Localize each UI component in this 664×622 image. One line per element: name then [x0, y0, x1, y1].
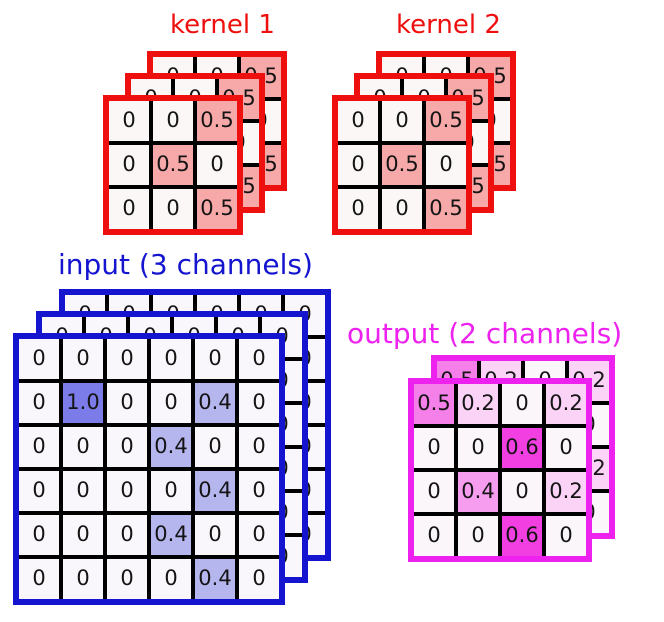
grid-cell: 0 — [107, 339, 147, 379]
grid-cell: 0.5 — [197, 101, 237, 141]
grid-cell: 0.5 — [414, 384, 454, 424]
grid-cell: 0 — [195, 515, 235, 555]
grid-cell: 0 — [338, 101, 378, 141]
grid-cell: 0 — [107, 559, 147, 599]
grid-cell: 0.6 — [502, 516, 542, 556]
grid-cell: 0.4 — [195, 559, 235, 599]
grid-cell: 0.5 — [153, 145, 193, 185]
grid-cell: 0 — [107, 427, 147, 467]
grid-cell: 1.0 — [63, 383, 103, 423]
grid-cell: 0 — [338, 189, 378, 229]
grid-cell: 0 — [109, 145, 149, 185]
grid-cell: 0 — [151, 339, 191, 379]
grid-cell: 0 — [546, 516, 586, 556]
grid-cell: 0 — [107, 383, 147, 423]
grid-cell: 0 — [63, 559, 103, 599]
output-title: output (2 channels) — [347, 317, 623, 350]
grid-cell: 0.4 — [195, 471, 235, 511]
grid-cell: 0 — [458, 516, 498, 556]
grid-cell: 0 — [239, 559, 279, 599]
grid-cell: 0 — [382, 189, 422, 229]
grid-cell: 0.4 — [151, 515, 191, 555]
grid-cell: 0 — [63, 427, 103, 467]
grid-cell: 0 — [63, 515, 103, 555]
grid-cell: 0 — [239, 339, 279, 379]
grid-cell: 0.4 — [195, 383, 235, 423]
grid-cell: 0.5 — [426, 189, 466, 229]
grid-cell: 0.2 — [546, 472, 586, 512]
grid-cell: 0.2 — [546, 384, 586, 424]
kernel1-title: kernel 1 — [170, 10, 275, 40]
grid-cell: 0 — [546, 428, 586, 468]
grid-cell: 0 — [414, 472, 454, 512]
kernel2-title: kernel 2 — [396, 10, 501, 40]
grid-cell: 0.5 — [197, 189, 237, 229]
grid-cell: 0 — [239, 427, 279, 467]
grid-cell: 0 — [426, 145, 466, 185]
grid-cell: 0 — [414, 516, 454, 556]
grid-cell: 0 — [502, 472, 542, 512]
grid-cell: 0 — [338, 145, 378, 185]
grid-cell: 0.2 — [458, 384, 498, 424]
grid-cell: 0 — [382, 101, 422, 141]
grid-cell: 0 — [239, 383, 279, 423]
grid-cell: 0 — [239, 471, 279, 511]
grid-cell: 0 — [63, 339, 103, 379]
grid-cell: 0 — [19, 339, 59, 379]
grid-cell: 0 — [19, 383, 59, 423]
grid-cell: 0 — [19, 427, 59, 467]
grid-cell: 0 — [151, 383, 191, 423]
grid-cell: 0 — [151, 471, 191, 511]
grid-cell: 0 — [197, 145, 237, 185]
grid-cell: 0.6 — [502, 428, 542, 468]
grid-cell: 0.5 — [426, 101, 466, 141]
grid-cell: 0.4 — [458, 472, 498, 512]
grid-cell: 0 — [19, 559, 59, 599]
grid-cell: 0.4 — [151, 427, 191, 467]
grid-cell: 0 — [109, 101, 149, 141]
grid-cell: 0 — [19, 471, 59, 511]
grid-cell: 0 — [458, 428, 498, 468]
grid-cell: 0 — [153, 101, 193, 141]
grid-cell: 0 — [107, 515, 147, 555]
grid-cell: 0 — [195, 427, 235, 467]
grid-cell: 0 — [153, 189, 193, 229]
grid-cell: 0 — [63, 471, 103, 511]
grid-cell: 0 — [414, 428, 454, 468]
grid-cell: 0 — [151, 559, 191, 599]
grid-cell: 0.5 — [382, 145, 422, 185]
grid-cell: 0 — [107, 471, 147, 511]
grid-cell: 0 — [195, 339, 235, 379]
grid-cell: 0 — [109, 189, 149, 229]
grid-cell: 0 — [502, 384, 542, 424]
input-title: input (3 channels) — [58, 248, 313, 281]
grid-cell: 0 — [239, 515, 279, 555]
grid-cell: 0 — [19, 515, 59, 555]
